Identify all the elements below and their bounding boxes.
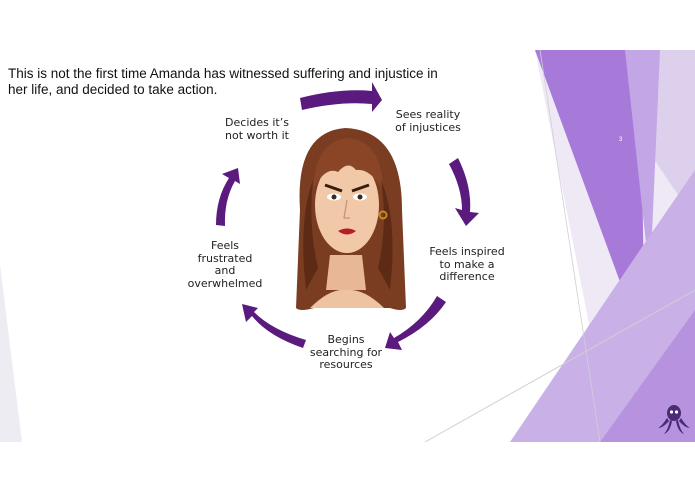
arrow-right-upper xyxy=(449,158,479,226)
page-number: 3 xyxy=(619,137,623,143)
arrow-top xyxy=(300,82,382,112)
arrow-left xyxy=(216,168,240,226)
cycle-step-feels-frustrated: Feels frustrated and overwhelmed xyxy=(187,239,263,290)
slide: 3 This is not the first time Amanda has … xyxy=(0,50,695,442)
cycle-arrows xyxy=(216,82,479,350)
cycle-step-begins-searching: Begins searching for resources xyxy=(309,333,383,371)
decorative-triangles xyxy=(0,50,695,442)
arrow-right-lower xyxy=(385,296,446,350)
intro-text: This is not the first time Amanda has wi… xyxy=(8,66,438,97)
cycle-step-feels-inspired: Feels inspired to make a difference xyxy=(429,245,505,283)
cycle-step-decides: Decides it’s not worth it xyxy=(225,116,289,142)
cycle-step-sees-reality: Sees reality of injustices xyxy=(395,108,461,134)
arrow-bottom-left xyxy=(242,304,306,348)
octopus-logo-icon xyxy=(658,405,690,434)
woman-portrait-icon xyxy=(296,128,406,310)
bottom-band xyxy=(0,442,695,494)
